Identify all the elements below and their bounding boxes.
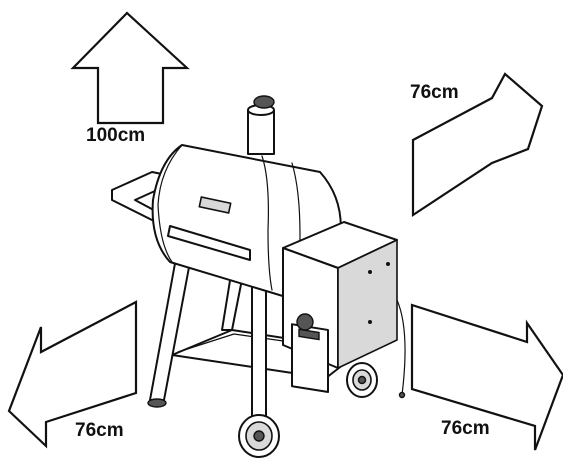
clearance-label-right-upper: 76cm: [410, 82, 459, 103]
clearance-label-right-lower: 76cm: [441, 418, 490, 439]
control-knob: [296, 313, 314, 331]
arrow-up-icon: [70, 11, 190, 125]
arrow-down-right-icon: [410, 303, 563, 451]
pellet-grill-illustration: [111, 95, 406, 458]
arrow-up-right-icon: [411, 72, 544, 218]
clearance-label-top: 100cm: [86, 125, 145, 146]
clearance-label-left-lower: 76cm: [75, 420, 124, 441]
arrow-down-left-icon: [7, 300, 138, 449]
